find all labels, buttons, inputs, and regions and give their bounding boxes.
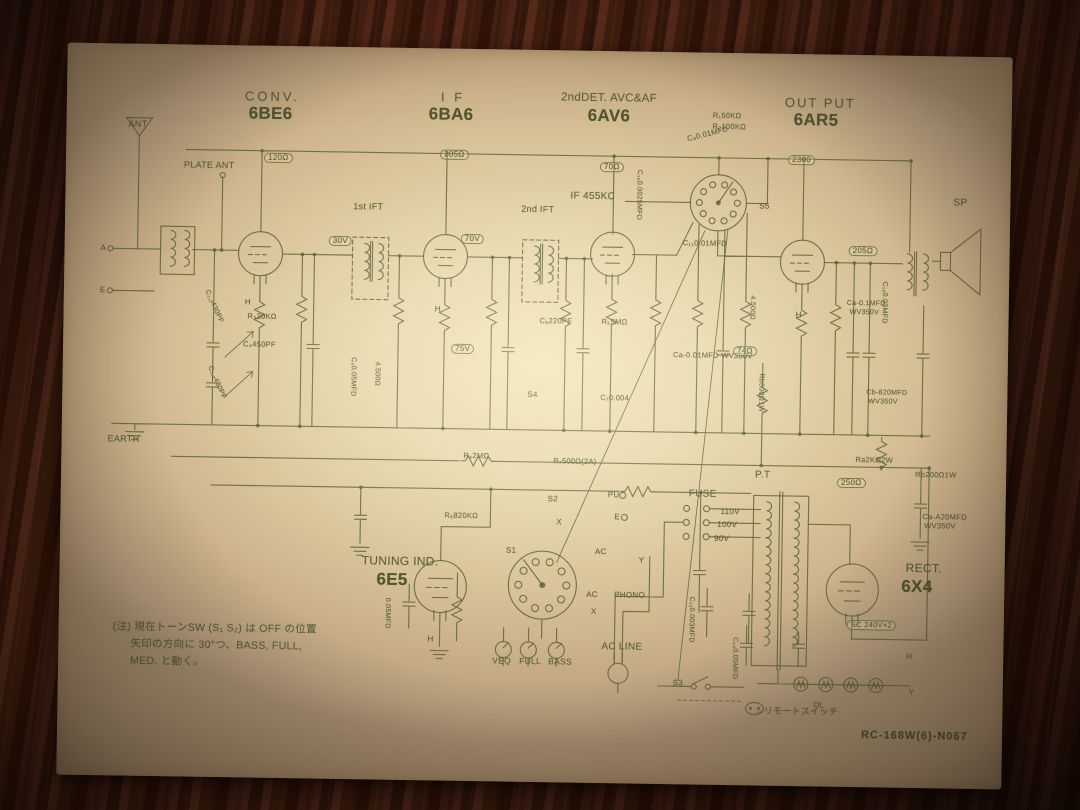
schematic-label: Ra2KΩ2W — [855, 455, 894, 465]
schematic-label: C₁,₂430PF — [206, 364, 228, 401]
ac-line-label: AC LINE — [601, 641, 643, 653]
schematic-label: X — [556, 517, 563, 527]
schematic-label: 2300 — [787, 154, 816, 166]
schematic-label: WV350V — [868, 398, 898, 406]
schematic-label: Rb500Ω1W — [757, 373, 765, 413]
fuse-label: FUSE — [688, 488, 717, 500]
schematic-label: C₁₄0.05MFD — [730, 637, 739, 680]
earth-label: EARTH — [107, 433, 140, 444]
schematic-label: 30V — [328, 235, 352, 247]
schematic-label: S3 — [672, 678, 684, 688]
note-line-3: MED. と動く。 — [130, 654, 205, 668]
schematic-label: C₁₀0.0025MFD — [635, 169, 643, 221]
schematic-label: A — [100, 243, 107, 253]
schematic-label: 1st IFT — [353, 201, 384, 212]
model-number: RC-168W(6)-N067 — [860, 729, 968, 743]
schematic-label: Y — [908, 687, 915, 697]
schematic-label: 0.05MFD — [383, 597, 392, 629]
schematic-label: WV350V — [924, 521, 956, 531]
note-line-2: 矢印の方向に 30°つ、BASS, FULL, — [130, 637, 303, 653]
schematic-label: R₇500Ω(2A) — [553, 456, 597, 466]
schematic-label: Y — [638, 555, 645, 565]
schematic-label: S4 — [527, 389, 538, 400]
schematic-label: 250Ω — [836, 477, 866, 489]
schematic-label: H — [434, 304, 441, 314]
schematic-label: 2nd IFT — [521, 203, 555, 215]
schematic-label: H — [244, 297, 251, 307]
schematic-label: BASS — [548, 656, 573, 667]
section-label-conv: CONV. — [244, 88, 301, 105]
tube-name-6ba6: 6BA6 — [428, 104, 474, 125]
remote-switch-label: →リモートスイッチ — [754, 705, 839, 717]
schematic-label: IF 455KC — [570, 190, 616, 203]
section-label-det: 2ndDET. AVC&AF — [560, 91, 658, 105]
schematic-label: C₁₃0.003MFD — [687, 596, 696, 643]
schematic-label: E — [614, 512, 621, 522]
section-label-if: I F — [440, 89, 466, 105]
schematic-label: FULL — [519, 655, 542, 667]
schematic-label: X — [590, 606, 597, 616]
schematic-label: 4.500Ω — [748, 295, 756, 321]
schematic-label: C₁₁0.01MFD — [682, 238, 728, 249]
schematic-label: 205Ω — [848, 245, 878, 257]
section-label-tuning: TUNING IND. — [361, 553, 439, 569]
schematic-label: R₄2MΩ — [463, 450, 490, 461]
antenna-label: ANT — [128, 118, 148, 129]
schematic-label: R₃20KΩ — [247, 311, 277, 321]
schematic-label: 4.500Ω — [373, 361, 381, 387]
schematic-label: PU — [607, 490, 620, 500]
schematic-label: 70Ω — [599, 161, 624, 173]
schematic-label: WV350V — [849, 308, 880, 317]
schematic-label: E — [99, 285, 106, 295]
schematic-label: 100V — [717, 519, 738, 530]
schematic-label: AC — [594, 546, 607, 557]
schematic-label: S2 — [547, 494, 559, 504]
schematic-label: SC 240V×2 — [846, 619, 897, 631]
schematic-label: 110V — [720, 506, 740, 517]
plate-antenna-label: PLATE ANT — [183, 159, 235, 171]
schematic-label: 90V — [714, 533, 730, 544]
schematic-label: S1 — [505, 545, 517, 555]
schematic-label: H — [906, 651, 913, 661]
note-line-1: (注) 現在トーンSW (S₁ S₂) は OFF の位置 — [112, 620, 317, 636]
schematic-label: 120Ω — [263, 152, 293, 164]
schematic-label: 70V — [460, 233, 484, 245]
schematic-label: 205Ω — [440, 149, 469, 161]
schematic-label: C₄450PF — [243, 339, 276, 349]
schematic-label: R₁50KΩ — [712, 110, 742, 121]
schematic-label: C₇0.004 — [600, 393, 630, 403]
tube-name-6av6: 6AV6 — [587, 105, 631, 126]
schematic-label: VEQ — [492, 655, 512, 666]
section-label-rect: RECT. — [905, 560, 942, 576]
speaker-label: SP — [953, 197, 968, 209]
schematic-label: R₅5MΩ — [601, 317, 628, 327]
tube-name-6e5: 6E5 — [376, 569, 408, 590]
schematic-label: 75V — [450, 343, 475, 355]
schematic-label: C₆220PF — [539, 316, 573, 326]
tube-name-6be6: 6BE6 — [248, 103, 293, 124]
schematic-label: C₁₀0.03MFD — [880, 281, 889, 324]
schematic-label: S5 — [759, 201, 770, 211]
schematic-label: R₆820KΩ — [444, 510, 479, 521]
schematic-label: H — [427, 634, 434, 644]
tube-name-6ar5: 6AR5 — [793, 110, 839, 130]
schematic-label: C₁,₂430PF — [203, 288, 225, 325]
tube-name-6x4: 6X4 — [901, 576, 933, 597]
schematic-label: PHONO — [614, 590, 646, 600]
schematic-label: Cb-820MFD — [866, 389, 908, 397]
schematic-label: H — [795, 310, 802, 320]
schematic-label: C₅0.05MFD — [349, 357, 357, 397]
schematic-label: Rb200Ω1W — [915, 469, 957, 480]
schematic-label: AC — [586, 589, 598, 600]
section-label-output: OUT PUT — [784, 94, 856, 112]
power-transformer-label: P.T — [755, 469, 771, 481]
schematic-label: 74Ω — [732, 346, 757, 357]
schematic-label: C₉0.01MFD — [686, 124, 730, 144]
